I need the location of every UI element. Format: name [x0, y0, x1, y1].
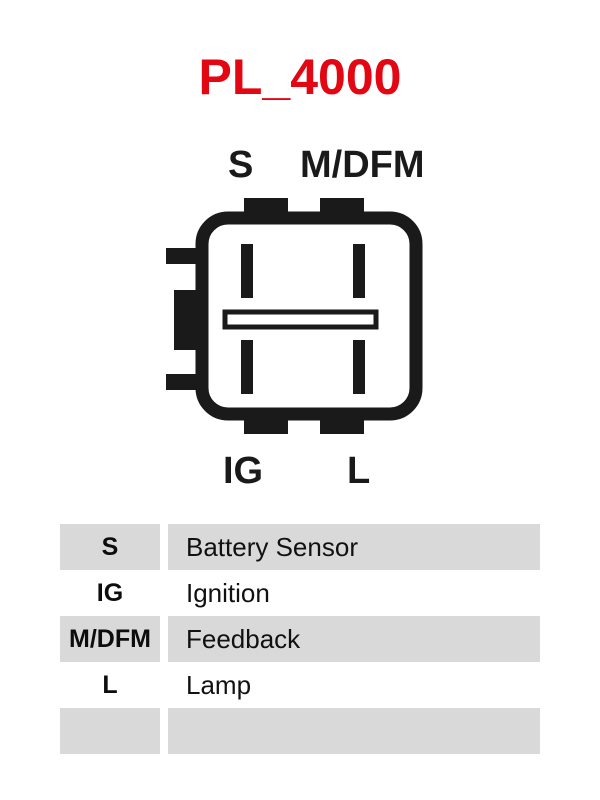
table-row: IG Ignition	[60, 570, 540, 616]
table-row	[60, 708, 540, 754]
table-row: L Lamp	[60, 662, 540, 708]
legend-pin-cell: M/DFM	[60, 616, 168, 662]
table-row: S Battery Sensor	[60, 524, 540, 570]
legend-table-wrapper: S Battery Sensor IG Ignition M/DFM Feedb…	[60, 524, 540, 754]
legend-pin-cell: S	[60, 524, 168, 570]
table-row: M/DFM Feedback	[60, 616, 540, 662]
connector-pin-slot-mdfm	[353, 244, 365, 298]
legend-description-cell: Battery Sensor	[168, 524, 540, 570]
legend-description-cell: Feedback	[168, 616, 540, 662]
terminal-label-mdfm: M/DFM	[300, 144, 425, 186]
legend-table-body: S Battery Sensor IG Ignition M/DFM Feedb…	[60, 524, 540, 754]
terminal-label-ig: IG	[223, 450, 264, 492]
connector-pin-slot-l	[353, 340, 365, 394]
terminal-label-l: L	[347, 450, 371, 492]
legend-table: S Battery Sensor IG Ignition M/DFM Feedb…	[60, 524, 540, 754]
page-title: PL_4000	[198, 49, 402, 105]
legend-pin-cell: L	[60, 662, 168, 708]
legend-pin-cell: IG	[60, 570, 168, 616]
connector-illustration	[166, 198, 423, 434]
connector-pin-slot-ig	[241, 340, 253, 394]
connector-pin-slot-s	[241, 244, 253, 298]
terminal-label-s: S	[228, 144, 254, 186]
connector-center-bar	[222, 309, 379, 330]
legend-description-cell: Ignition	[168, 570, 540, 616]
legend-description-cell	[168, 708, 540, 754]
legend-pin-cell	[60, 708, 168, 754]
legend-description-cell: Lamp	[168, 662, 540, 708]
